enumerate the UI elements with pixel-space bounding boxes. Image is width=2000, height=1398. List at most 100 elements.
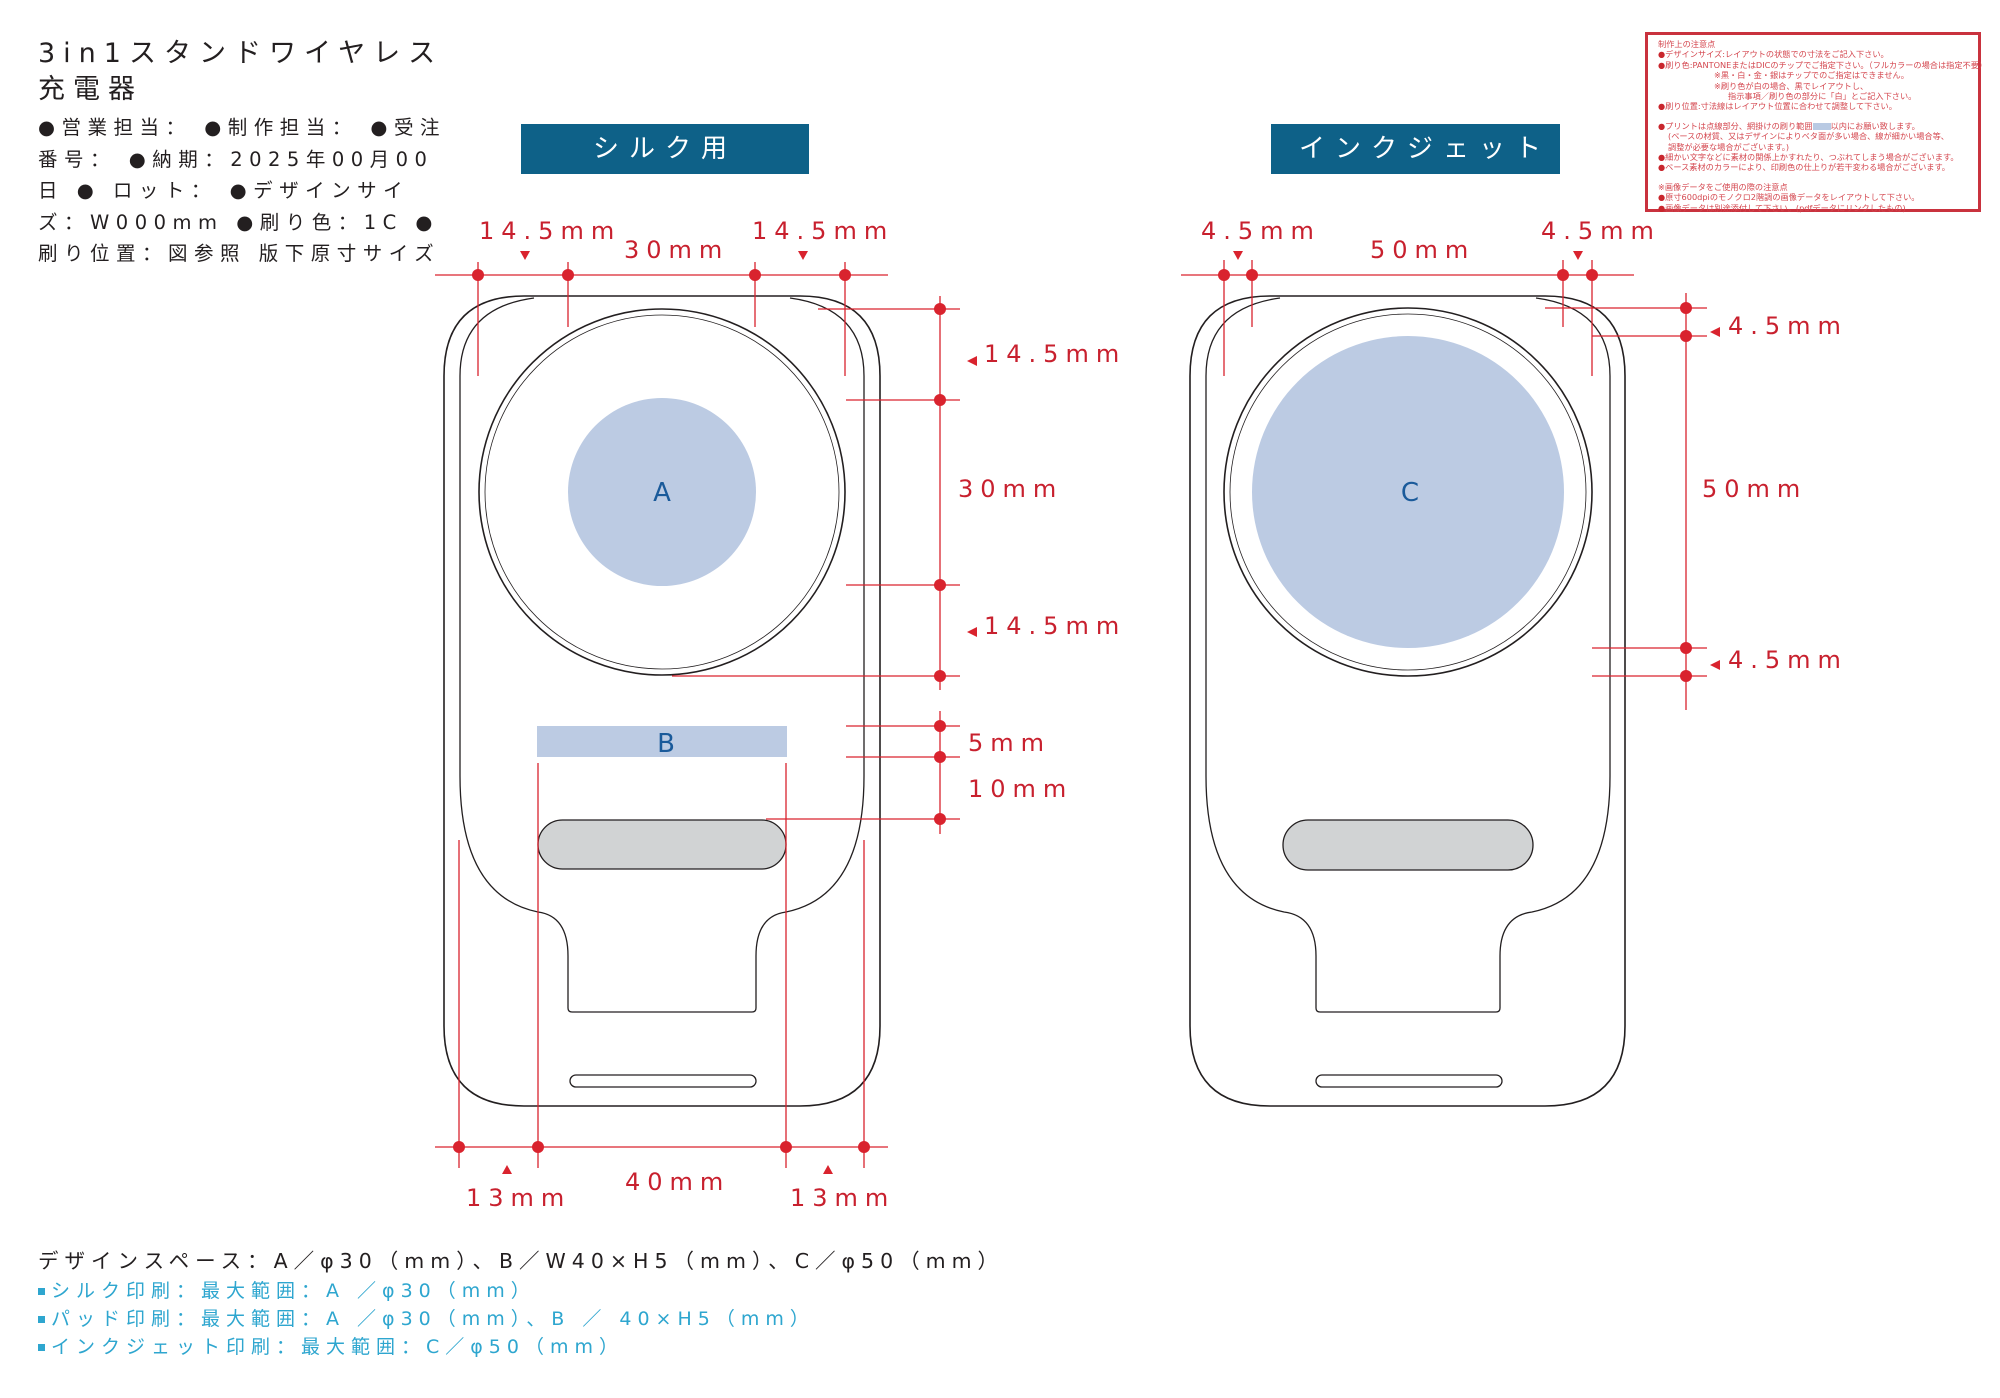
pointer-up-icon — [502, 1165, 512, 1174]
dim-label-b-height: 5mm — [968, 729, 1051, 757]
dim-dot — [562, 269, 574, 281]
dim-label-top-right: 4.5mm — [1541, 217, 1661, 245]
bullet-icon: ● — [1658, 101, 1666, 112]
pointer-down-icon — [1573, 251, 1583, 260]
print-method-pad: パッド印刷：最大範囲：A ／φ30（mm）、B ／ 40×H5（mm） — [38, 1304, 815, 1331]
silk-header-label: シルク用 — [592, 134, 737, 164]
dim-label-bottom-left: 13mm — [466, 1184, 571, 1212]
production-notes-box: 制作上の注意点 ●デザインサイズ:レイアウトの状態での寸法をご記入下さい。●刷り… — [1645, 32, 1988, 213]
print-area-b — [537, 726, 787, 757]
dim-dot — [934, 751, 946, 763]
bullet-icon: ● — [1658, 192, 1666, 203]
print-area-c — [1252, 336, 1564, 648]
dim-dot — [934, 720, 946, 732]
silk-dimension-lines — [435, 262, 960, 1168]
notes-line: ●画像データは別途添付して下さい。(pdfデータにリンクしたもの) — [1658, 202, 1906, 213]
print-area-a — [568, 398, 756, 586]
notes-line: ●原寸600dpiのモノクロ2階調の画像データをレイアウトして下さい。 — [1658, 192, 1920, 203]
notes-lines: ●デザインサイズ:レイアウトの状態での寸法をご記入下さい。●刷り色:PANTON… — [1658, 49, 1988, 213]
pointer-down-icon — [798, 251, 808, 260]
inkjet-pad-outer-ring — [1223, 307, 1593, 677]
dim-dot — [1557, 269, 1569, 281]
notes-line: ※刷り色が白の場合、黒でレイアウトし、 — [1714, 80, 1869, 91]
print-method-silk: シルク印刷：最大範囲：A ／φ30（mm） — [38, 1276, 536, 1303]
dim-dot — [453, 1141, 465, 1153]
silk-panel: A B — [435, 217, 1126, 1212]
inkjet-panel: C 4.5mm — [1181, 217, 1848, 1107]
dim-label-bottom-center: 40mm — [625, 1168, 730, 1196]
silk-dimension-markers — [453, 251, 977, 1174]
bullet-icon: ● — [1658, 202, 1666, 213]
inkjet-button-pill — [1282, 819, 1534, 871]
square-bullet-icon — [38, 1316, 45, 1323]
print-area-a-label: A — [653, 478, 671, 508]
dim-dot — [934, 579, 946, 591]
pointer-left-icon — [967, 356, 977, 366]
dim-dot — [749, 269, 761, 281]
dim-dot — [1680, 642, 1692, 654]
bullet-icon: ● — [1658, 120, 1666, 131]
bullet-icon: ● — [1658, 59, 1666, 70]
notes-line: ●刷り位置:寸法線はレイアウト位置に合わせて調整して下さい。 — [1658, 101, 1897, 112]
dim-label-bottom-right: 13mm — [790, 1184, 895, 1212]
dim-dot — [472, 269, 484, 281]
notes-line: (ベースの材質、又はデザインによりベタ面が多い場合、線が細かい場合等、 — [1668, 131, 1949, 142]
print-area-swatch — [1812, 122, 1831, 130]
notes-line: 指示事項／刷り色の部分に「白」とご記入下さい。 — [1728, 91, 1917, 102]
dim-label-right-lower: 14.5mm — [984, 612, 1126, 640]
print-area-c-label: C — [1401, 478, 1419, 508]
notes-line: ●細かい文字などに素材の関係上かすれたり、つぶれてしまう場合がございます。 — [1658, 152, 1959, 163]
dim-label-right-upper: 14.5mm — [984, 340, 1126, 368]
inkjet-dimension-markers — [1218, 251, 1720, 682]
dim-dot — [1680, 330, 1692, 342]
notes-line: ●デザインサイズ:レイアウトの状態での寸法をご記入下さい。 — [1658, 49, 1889, 60]
notes-line: 調整が必要な場合がございます。) — [1668, 141, 1790, 152]
dim-dot — [934, 303, 946, 315]
dim-dot — [934, 813, 946, 825]
dim-dot — [1680, 302, 1692, 314]
bullet-icon: ● — [1658, 49, 1666, 60]
dim-dot — [1218, 269, 1230, 281]
silk-header: シルク用 — [521, 124, 809, 174]
notes-line: ※黒・白・金・銀はチップでのご指定はできません。 — [1714, 70, 1909, 81]
pointer-left-icon — [1710, 327, 1720, 337]
pointer-left-icon — [967, 627, 977, 637]
dim-label-top-left: 14.5mm — [479, 217, 621, 245]
dim-label-top-center: 50mm — [1370, 236, 1475, 264]
dim-label-right-center: 50mm — [1702, 475, 1807, 503]
print-area-b-label: B — [657, 729, 675, 759]
bullet-icon: ● — [1658, 152, 1666, 163]
print-method-silk-text: シルク印刷：最大範囲：A ／φ30（mm） — [51, 1280, 536, 1302]
dim-label-b-gap: 10mm — [968, 775, 1073, 803]
notes-line: ●ベース素材のカラーにより、印刷色の仕上りが若干変わる場合がございます。 — [1658, 162, 1950, 173]
square-bullet-icon — [38, 1288, 45, 1295]
dim-dot — [1586, 269, 1598, 281]
dim-dot — [780, 1141, 792, 1153]
bullet-icon: ● — [1658, 162, 1666, 173]
print-method-pad-text: パッド印刷：最大範囲：A ／φ30（mm）、B ／ 40×H5（mm） — [51, 1308, 815, 1330]
print-method-inkjet: インクジェット印刷：最大範囲：C／φ50（mm） — [38, 1332, 624, 1359]
inkjet-header: インクジェット — [1271, 124, 1560, 174]
inkjet-dimension-labels: 4.5mm 50mm 4.5mm 4.5mm 50mm 4.5mm — [1201, 217, 1848, 674]
notes-line: ※画像データをご使用の際の注意点 — [1658, 181, 1788, 192]
pointer-down-icon — [520, 251, 530, 260]
dim-label-top-right: 14.5mm — [752, 217, 894, 245]
order-metadata: ●営業担当： ●制作担当： ●受注番号： ●納期：2025年00月00日 ● ロ… — [38, 116, 446, 265]
print-method-inkjet-text: インクジェット印刷：最大範囲：C／φ50（mm） — [51, 1336, 624, 1358]
silk-dimension-labels: 14.5mm 30mm 14.5mm 14.5mm 30mm 14.5mm 5m… — [466, 217, 1126, 1212]
dim-label-right-upper: 4.5mm — [1728, 312, 1848, 340]
design-space-summary: デザインスペース：A／φ30（mm）、B／W40×H5（mm）、C／φ50（mm… — [38, 1249, 1005, 1273]
notes-heading: 制作上の注意点 — [1658, 39, 1716, 49]
notes-line: ●刷り色:PANTONEまたはDICのチップでご指定下さい。（フルカラーの場合は… — [1658, 59, 1988, 70]
square-bullet-icon — [38, 1344, 45, 1351]
pointer-left-icon — [1710, 660, 1720, 670]
dim-dot — [858, 1141, 870, 1153]
pointer-up-icon — [823, 1165, 833, 1174]
dim-dot — [1246, 269, 1258, 281]
silk-pad-inner-ring — [484, 314, 840, 670]
pointer-down-icon — [1233, 251, 1243, 260]
notes-line: ●プリントは点線部分、網掛けの刷り範囲以内にお願い致します。 — [1658, 120, 1920, 131]
document-title: 3in1スタンドワイヤレス充電器 — [38, 38, 444, 105]
dim-label-right-lower: 4.5mm — [1728, 646, 1848, 674]
